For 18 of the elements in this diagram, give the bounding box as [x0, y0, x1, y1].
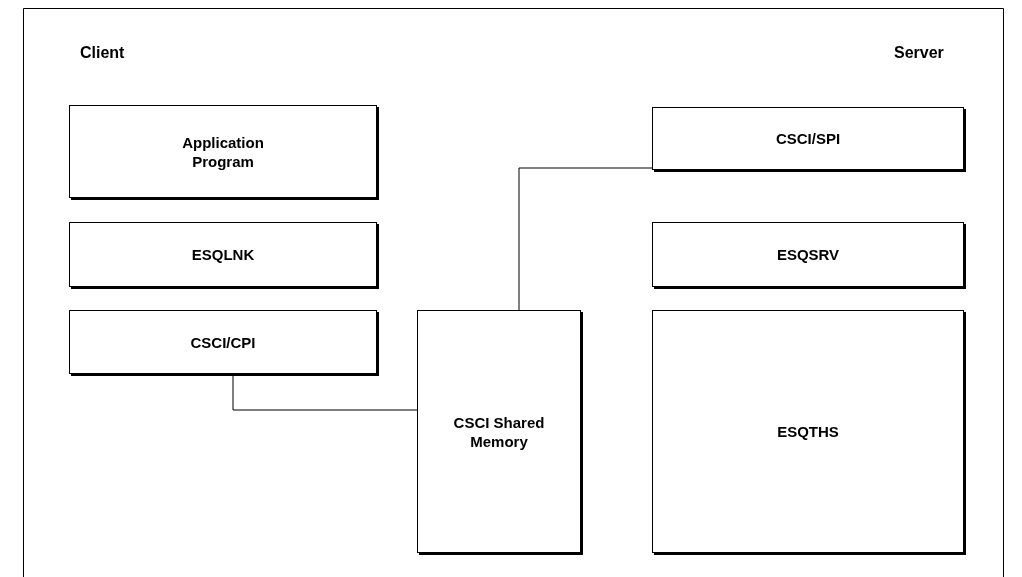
- connector-line: [232, 373, 418, 411]
- connector-line: [518, 167, 653, 311]
- column-heading: Client: [80, 44, 125, 62]
- module-box: [652, 107, 964, 170]
- module-label: ESQTHS: [777, 422, 839, 441]
- module-box: [652, 310, 964, 553]
- module-label: CSCI/CPI: [190, 332, 256, 352]
- module-box: [69, 310, 377, 374]
- module-box: [69, 105, 377, 198]
- module-box: [69, 222, 377, 287]
- module-box: [417, 310, 581, 553]
- module-label: CSCI/SPI: [775, 129, 841, 148]
- module-box: [652, 222, 964, 287]
- module-label: Application Program: [181, 132, 265, 171]
- column-heading: Server: [894, 44, 944, 62]
- module-label: ESQSRV: [776, 245, 840, 264]
- module-label: ESQLNK: [191, 245, 255, 264]
- module-label: CSCI Shared Memory: [452, 412, 546, 451]
